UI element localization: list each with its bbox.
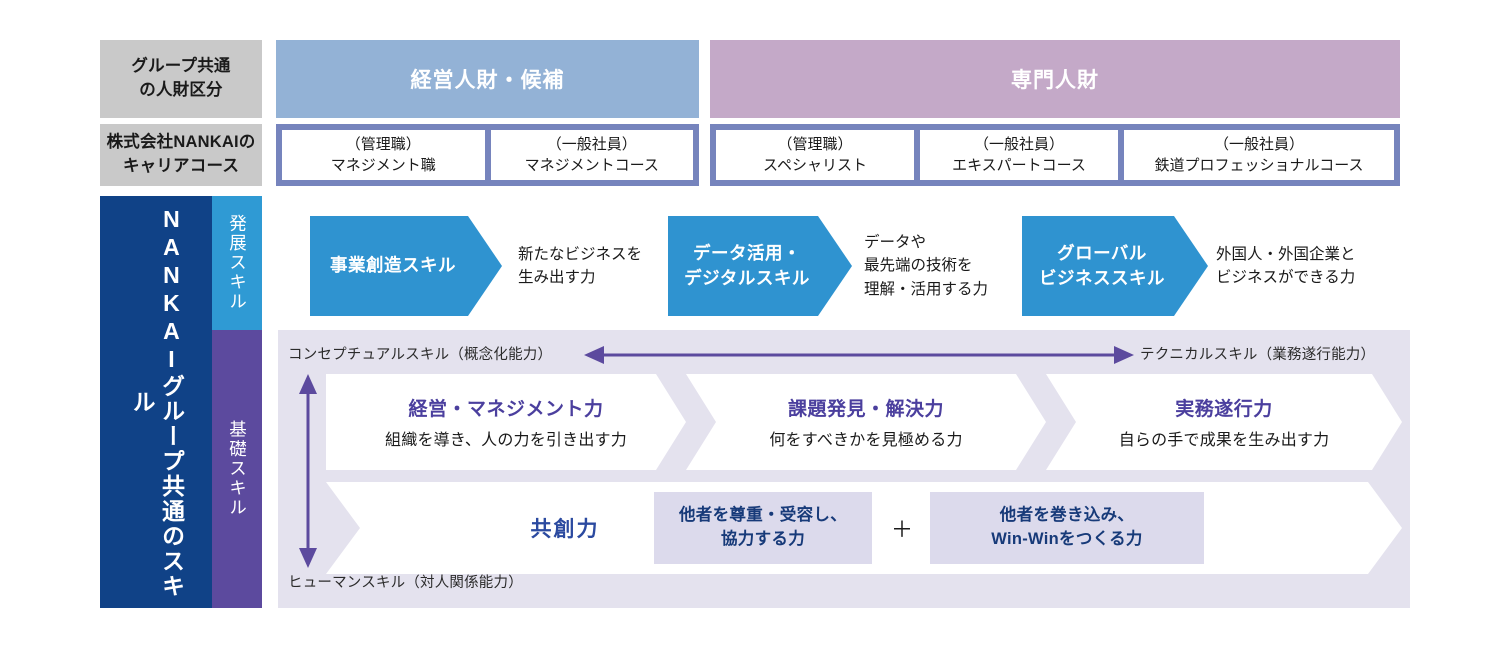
career-course-management-shoku-rank: （管理職） — [345, 136, 421, 153]
career-course-expert[interactable]: （一般社員） エキスパートコース — [920, 130, 1118, 180]
career-course-railway-professional-rank: （一般社員） — [1213, 136, 1304, 153]
development-skill-global-business-desc: 外国人・外国企業と ビジネスができる力 — [1216, 245, 1356, 286]
talent-band-specialist-label: 専門人財 — [1011, 69, 1099, 92]
rail-nankai-group-common-skills: NANKAIグループ共通のスキル — [100, 196, 212, 608]
rail-development-skills-text: 発展スキル — [227, 214, 248, 312]
horizontal-double-arrow-icon — [584, 346, 1134, 364]
development-skill-data-digital-desc: データや 最先端の技術を 理解・活用する力 — [864, 234, 989, 298]
rail-nankai-group-common-skills-text: NANKAIグループ共通のスキル — [129, 205, 185, 599]
development-skill-data-digital-title: データ活用・ デジタルスキル — [684, 242, 810, 288]
career-course-railway-professional[interactable]: （一般社員） 鉄道プロフェッショナルコース — [1124, 130, 1394, 180]
development-skill-business-creation[interactable]: 事業創造スキル — [310, 216, 502, 316]
career-course-management-course-name: マネジメントコース — [524, 157, 659, 174]
career-course-management-course-rank: （一般社員） — [546, 136, 637, 153]
development-skill-data-digital[interactable]: データ活用・ デジタルスキル — [668, 216, 852, 316]
development-skill-global-business[interactable]: グローバル ビジネススキル — [1022, 216, 1208, 316]
axis-label-technical-skill: テクニカルスキル（業務遂行能力） — [1140, 347, 1376, 363]
career-course-group-management: （管理職） マネジメント職 （一般社員） マネジメントコース — [276, 124, 699, 186]
foundation-skill-management-title: 経営・マネジメント力 — [408, 399, 604, 420]
development-skill-business-creation-desc: 新たなビジネスを 生み出す力 — [518, 245, 643, 286]
rail-development-skills: 発展スキル — [212, 196, 262, 330]
foundation-skill-problem-solving[interactable]: 課題発見・解決力 何をすべきかを見極める力 — [686, 374, 1046, 470]
career-course-railway-professional-name: 鉄道プロフェッショナルコース — [1154, 157, 1364, 174]
cocreation-plus-operator: ＋ — [890, 517, 913, 542]
foundation-skill-management-desc: 組織を導き、人の力を引き出す力 — [385, 432, 627, 449]
talent-band-specialist: 専門人財 — [710, 40, 1400, 118]
foundation-skill-execution-desc: 自らの手で成果を生み出す力 — [1118, 432, 1330, 449]
development-skill-business-creation-title: 事業創造スキル — [330, 255, 456, 276]
talent-band-management: 経営人財・候補 — [276, 40, 699, 118]
axis-label-conceptual-skill: コンセプチュアルスキル（概念化能力） — [288, 347, 553, 363]
cocreation-item-winwin[interactable]: 他者を巻き込み、 Win-Winをつくる力 — [930, 492, 1204, 564]
row-label-career-course: 株式会社NANKAIの キャリアコース — [100, 124, 262, 186]
career-course-expert-name: エキスパートコース — [952, 157, 1086, 174]
rail-foundation-skills: 基礎スキル — [212, 330, 262, 608]
career-course-specialist-rank: （管理職） — [777, 136, 853, 153]
cocreation-item-respect[interactable]: 他者を尊重・受容し、 協力する力 — [654, 492, 872, 564]
career-course-specialist[interactable]: （管理職） スペシャリスト — [716, 130, 914, 180]
foundation-skill-execution-title: 実務遂行力 — [1175, 399, 1273, 420]
career-course-group-specialist: （管理職） スペシャリスト （一般社員） エキスパートコース （一般社員） 鉄道… — [710, 124, 1400, 186]
vertical-double-arrow-icon — [299, 374, 317, 568]
talent-band-management-label: 経営人財・候補 — [410, 69, 565, 92]
row-label-career-course-text: 株式会社NANKAIの キャリアコース — [106, 133, 256, 175]
row-label-group-classification: グループ共通 の人財区分 — [100, 40, 262, 118]
row-label-group-classification-text: グループ共通 の人財区分 — [131, 57, 231, 99]
career-course-management-course[interactable]: （一般社員） マネジメントコース — [490, 130, 693, 180]
axis-label-human-skill: ヒューマンスキル（対人関係能力） — [288, 575, 523, 591]
cocreation-title: 共創力 — [530, 518, 600, 541]
career-course-management-shoku-name: マネジメント職 — [330, 157, 436, 174]
career-course-specialist-name: スペシャリスト — [763, 157, 867, 174]
foundation-skill-problem-solving-title: 課題発見・解決力 — [787, 399, 944, 420]
foundation-skill-problem-solving-desc: 何をすべきかを見極める力 — [769, 432, 963, 449]
career-course-management-shoku[interactable]: （管理職） マネジメント職 — [282, 130, 485, 180]
career-course-expert-rank: （一般社員） — [973, 136, 1064, 153]
rail-foundation-skills-text: 基礎スキル — [227, 420, 248, 518]
foundation-skill-execution[interactable]: 実務遂行力 自らの手で成果を生み出す力 — [1046, 374, 1402, 470]
foundation-skill-management[interactable]: 経営・マネジメント力 組織を導き、人の力を引き出す力 — [326, 374, 686, 470]
development-skill-global-business-title: グローバル ビジネススキル — [1039, 242, 1165, 288]
